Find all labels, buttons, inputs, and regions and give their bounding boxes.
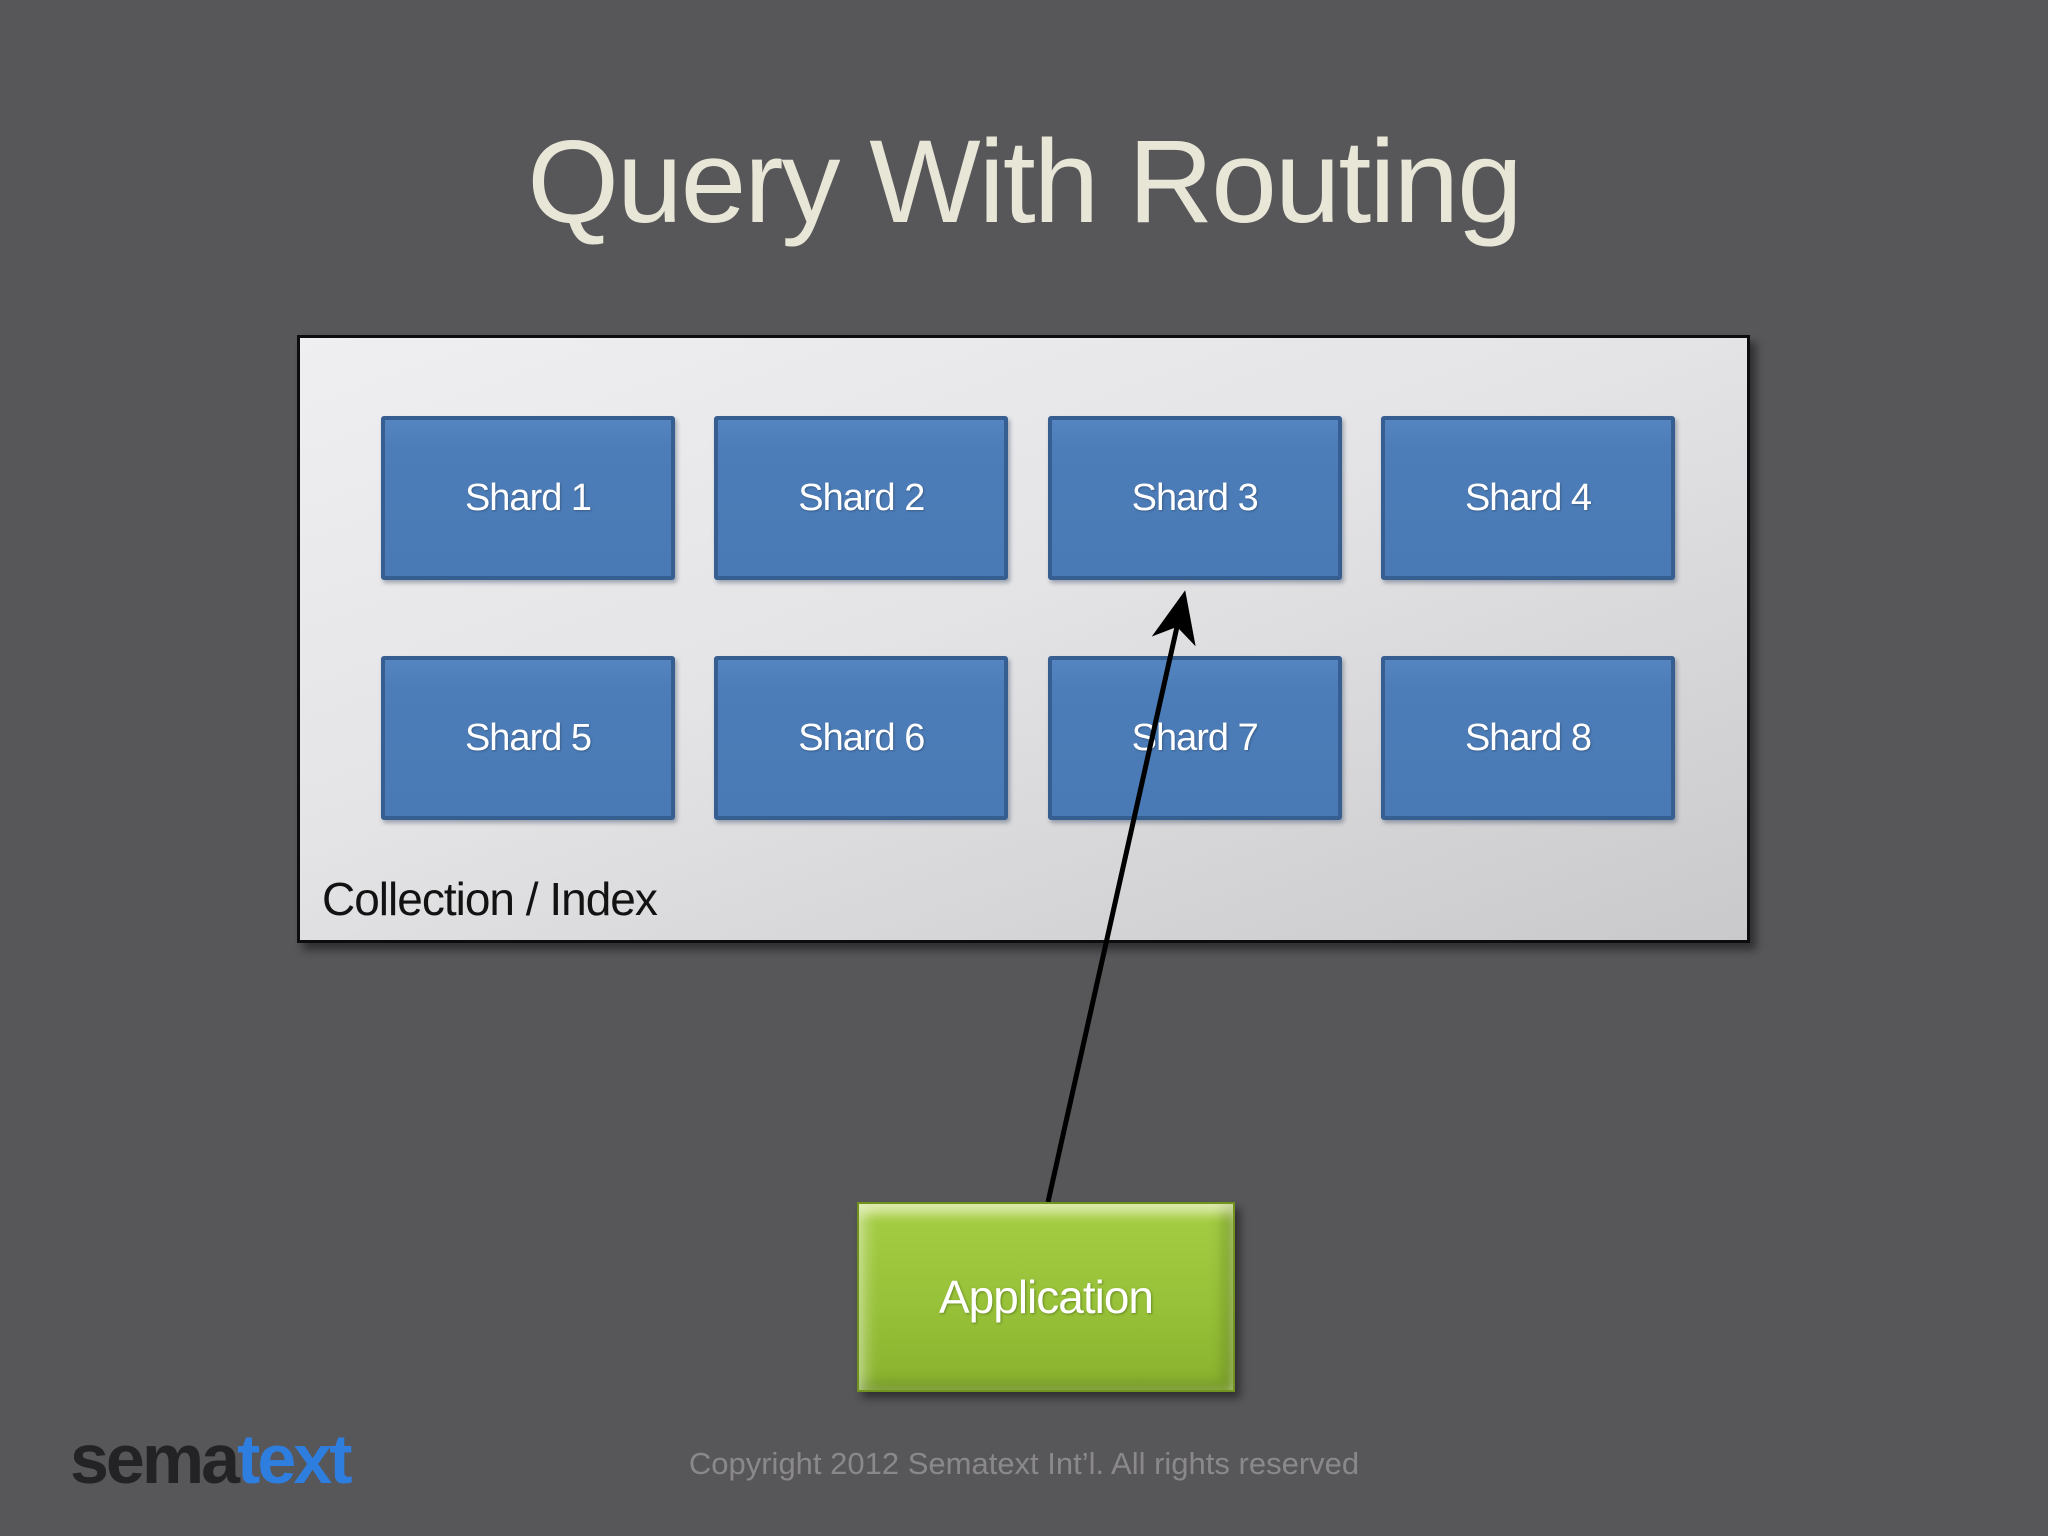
sematext-logo-prefix: sema [70,1420,240,1498]
shard-box-8: Shard 8 [1380,656,1675,820]
shard-box-6: Shard 6 [714,656,1009,820]
shard-box-5: Shard 5 [381,656,675,820]
copyright-text: Copyright 2012 Sematext Int’l. All right… [688,1446,1360,1481]
shard-label: Shard 4 [1464,476,1592,519]
shard-box-7: Shard 7 [1047,656,1342,820]
shard-box-4: Shard 4 [1380,416,1675,580]
shard-label: Shard 2 [798,476,925,519]
application-box: Application [857,1202,1235,1392]
shard-label: Shard 7 [1131,716,1259,759]
shard-label: Shard 3 [1131,476,1259,519]
shard-label: Shard 8 [1464,716,1592,759]
shard-label: Shard 5 [464,716,592,759]
shard-label: Shard 6 [798,716,925,759]
shard-box-1: Shard 1 [381,416,675,580]
sematext-logo: sematext [70,1424,353,1494]
shard-grid: Shard 1 Shard 2 Shard 3 Shard 4 Shard 5 … [381,416,1675,820]
slide-title: Query With Routing [527,116,1523,248]
shard-box-2: Shard 2 [714,416,1009,580]
application-label: Application [938,1271,1154,1323]
shard-box-3: Shard 3 [1047,416,1342,580]
shard-label: Shard 1 [464,476,592,519]
sematext-logo-suffix: text [237,1420,352,1498]
collection-index-label: Collection / Index [322,873,658,925]
collection-index-panel: Shard 1 Shard 2 Shard 3 Shard 4 Shard 5 … [297,335,1750,943]
